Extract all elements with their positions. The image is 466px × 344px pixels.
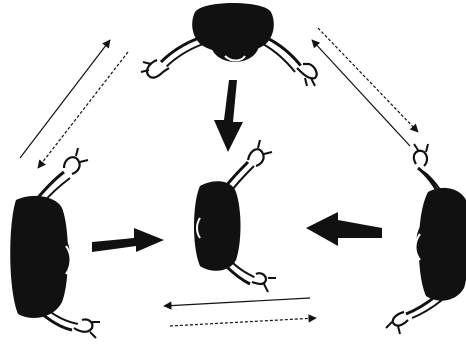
arrow-top-right-exchange (312, 28, 418, 146)
arrow-right-to-center (306, 212, 382, 246)
center-person (194, 140, 276, 292)
right-person (386, 144, 466, 334)
arrow-top-left-exchange (20, 40, 128, 168)
top-person (141, 3, 317, 86)
arrow-top-to-center (214, 80, 243, 152)
left-person (10, 148, 100, 338)
arrow-bottom-exchange (164, 298, 316, 326)
arrow-left-to-center (92, 228, 164, 252)
